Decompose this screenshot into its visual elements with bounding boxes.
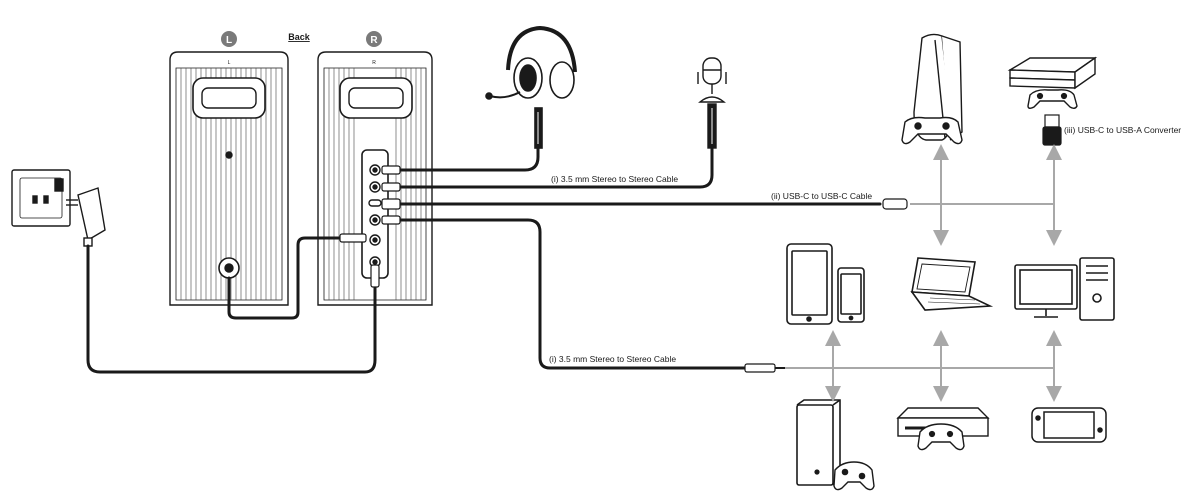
cable-plugs <box>339 165 908 373</box>
left-small-label: L <box>228 60 231 66</box>
cables <box>86 146 882 374</box>
playstation-console-icon <box>913 33 963 141</box>
usb-a-converter-icon <box>1042 114 1062 146</box>
cable-usbc-label: (ii) USB-C to USB-C Cable <box>771 191 872 201</box>
desktop-pc-icon <box>1014 257 1115 321</box>
smartphone-icon <box>837 267 865 323</box>
left-speaker <box>169 51 289 306</box>
headset-icon <box>485 25 577 149</box>
right-small-label: R <box>372 60 376 66</box>
microphone-icon <box>697 57 727 149</box>
xbox-series-x-icon <box>796 399 841 486</box>
gamepad-icon <box>833 461 875 491</box>
playstation-pro-console-icon <box>1007 56 1098 109</box>
nintendo-switch-icon <box>1031 407 1107 443</box>
right-badge: R <box>366 31 382 47</box>
tablet-icon <box>786 243 833 325</box>
left-badge: L <box>221 31 237 47</box>
power-adapter-icon <box>66 187 106 247</box>
back-label: Back <box>288 32 311 42</box>
wall-socket-icon <box>11 169 71 227</box>
converter-label: (iii) USB-C to USB-A Converter <box>1064 125 1181 135</box>
svg-text:L: L <box>226 35 232 46</box>
svg-text:R: R <box>370 35 378 46</box>
laptop-icon <box>910 257 994 311</box>
xbox-one-icon <box>896 407 990 451</box>
gamepad-icon <box>901 116 963 145</box>
connection-arrows <box>785 144 1062 402</box>
cable-35mm-label-top: (i) 3.5 mm Stereo to Stereo Cable <box>551 174 678 184</box>
cable-35mm-label-bottom: (i) 3.5 mm Stereo to Stereo Cable <box>549 354 676 364</box>
